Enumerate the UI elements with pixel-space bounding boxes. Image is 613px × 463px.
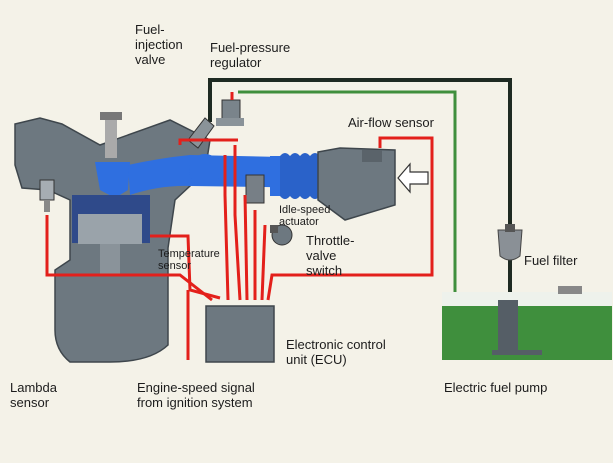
label-air-flow-sensor: Air-flow sensor [348,115,434,130]
label-electric-fuel-pump: Electric fuel pump [444,380,548,395]
ecu [205,305,275,363]
lambda-sensor [39,179,55,212]
label-idle-speed-actuator: Idle-speed actuator [279,204,331,228]
label-temperature-sensor: Temperature sensor [158,248,220,272]
label-throttle-valve-switch: Throttle- valve switch [306,233,355,278]
intake-manifold [128,153,335,199]
air-intake-arrow [397,162,429,194]
piston [78,214,142,244]
fuel-filter [497,224,523,261]
fuel-pressure-regulator [216,99,244,126]
fuel-tank [442,286,612,360]
idle-speed-actuator [245,174,265,204]
label-fuel-injection-valve: Fuel- injection valve [135,22,183,67]
intake-bellows [280,153,320,199]
label-fuel-filter: Fuel filter [524,253,578,268]
label-fuel-pressure-regulator: Fuel-pressure regulator [210,40,291,70]
electric-fuel-pump-body [498,300,518,354]
label-engine-speed-signal: Engine-speed signal from ignition system [137,380,255,410]
air-flow-sensor [317,147,396,221]
label-ecu: Electronic control unit (ECU) [286,337,386,367]
signal-wires [45,92,434,360]
throttle-valve-switch [270,224,293,246]
label-lambda-sensor: Lambda sensor [10,380,57,410]
